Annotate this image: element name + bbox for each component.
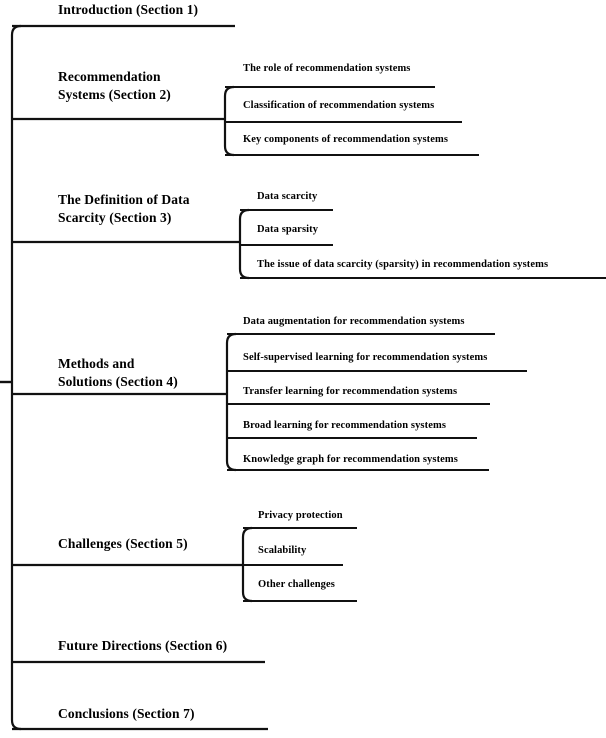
section-4-child-3-label-line-1: Transfer learning for recommendation sys…: [243, 386, 458, 397]
section-3-child-2-label-line-1: Data sparsity: [257, 224, 319, 235]
section-5-label: Challenges (Section 5): [58, 535, 188, 553]
section-4-child-2-label: Self-supervised learning for recommendat…: [243, 351, 487, 365]
section-6-label-line-1: Future Directions (Section 6): [58, 638, 228, 653]
section-4-child-1-label-line-1: Data augmentation for recommendation sys…: [243, 316, 465, 327]
section-2-child-1-label-line-1: The role of recommendation systems: [243, 63, 411, 74]
section-5-child-2-label: Scalability: [258, 544, 306, 558]
section-1-label-line-1: Introduction (Section 1): [58, 2, 199, 17]
section-2-child-3-label-line-1: Key components of recommendation systems: [243, 134, 449, 145]
section-6-label: Future Directions (Section 6): [58, 637, 227, 655]
main-spine: [10, 24, 22, 731]
section-2-child-1-label: The role of recommendation systems: [243, 62, 411, 76]
section-2-child-3-label: Key components of recommendation systems: [243, 133, 448, 147]
section-3-sub-spine: [238, 208, 250, 280]
section-3-child-1-label: Data scarcity: [257, 190, 317, 204]
section-4-sub-spine: [225, 332, 237, 472]
section-4-child-2-label-line-1: Self-supervised learning for recommendat…: [243, 352, 488, 363]
section-4-child-5-label-line-1: Knowledge graph for recommendation syste…: [243, 454, 458, 465]
section-3-label-line-1: The Definition of Data: [58, 192, 190, 207]
section-5-child-1-label-line-1: Privacy protection: [258, 510, 343, 521]
section-2-child-2-label-line-1: Classification of recommendation systems: [243, 100, 435, 111]
section-5-child-3-label-line-1: Other challenges: [258, 579, 335, 590]
section-4-child-4-label-line-1: Broad learning for recommendation system…: [243, 420, 447, 431]
section-3-label-line-2: Scarcity (Section 3): [58, 209, 172, 225]
section-4-child-3-label: Transfer learning for recommendation sys…: [243, 385, 457, 399]
section-5-child-2-label-line-1: Scalability: [258, 545, 307, 556]
section-2-child-2-label: Classification of recommendation systems: [243, 99, 434, 113]
section-5-child-1-label: Privacy protection: [258, 509, 343, 523]
section-4-child-5-label: Knowledge graph for recommendation syste…: [243, 453, 458, 467]
section-2-label-line-1: Recommendation: [58, 69, 161, 84]
section-4-label-line-2: Solutions (Section 4): [58, 373, 178, 389]
section-2-sub-spine: [223, 85, 235, 157]
section-5-child-3-label: Other challenges: [258, 578, 335, 592]
section-4-child-4-label: Broad learning for recommendation system…: [243, 419, 446, 433]
section-3-child-3-label: The issue of data scarcity (sparsity) in…: [257, 258, 548, 272]
section-7-label-line-1: Conclusions (Section 7): [58, 706, 195, 721]
section-4-label-line-1: Methods and: [58, 356, 135, 371]
section-3-child-1-label-line-1: Data scarcity: [257, 191, 318, 202]
section-5-label-line-1: Challenges (Section 5): [58, 536, 188, 551]
section-7-label: Conclusions (Section 7): [58, 705, 195, 723]
section-4-child-1-label: Data augmentation for recommendation sys…: [243, 315, 465, 329]
section-2-label-line-2: Systems (Section 2): [58, 86, 171, 102]
section-5-sub-spine: [241, 526, 253, 603]
section-1-label: Introduction (Section 1): [58, 1, 198, 19]
section-3-child-3-label-line-1: The issue of data scarcity (sparsity) in…: [257, 259, 549, 270]
section-3-child-2-label: Data sparsity: [257, 223, 318, 237]
